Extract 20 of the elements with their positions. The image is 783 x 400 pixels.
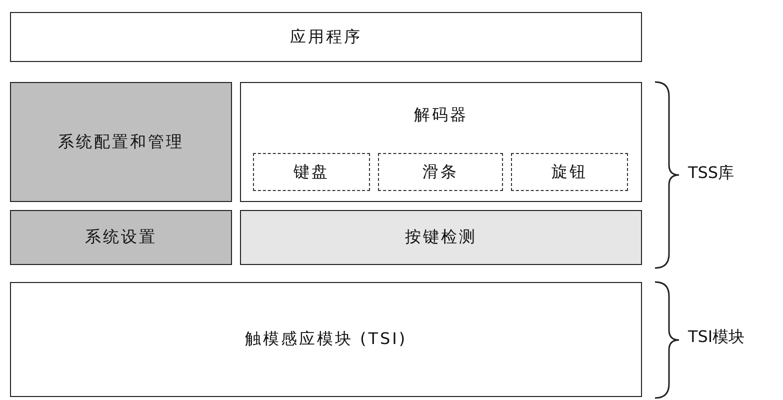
dashed-box bbox=[378, 153, 503, 191]
layer-label: 旋钮 bbox=[552, 162, 588, 182]
layer-label: 系统设置 bbox=[85, 227, 157, 248]
layer-box bbox=[240, 82, 642, 202]
layer-label: 解码器 bbox=[414, 105, 468, 126]
layer-box bbox=[10, 210, 232, 265]
layer-label: 滑条 bbox=[422, 162, 458, 182]
layer-label: 键盘 bbox=[294, 162, 330, 182]
layer-label: 触模感应模块 (TSI) bbox=[244, 329, 408, 350]
layer-box bbox=[10, 12, 642, 62]
dashed-box bbox=[511, 153, 628, 191]
bracket-label: TSS库 bbox=[688, 163, 734, 184]
layer-box bbox=[10, 282, 642, 397]
dashed-box bbox=[253, 153, 370, 191]
layer-label: 按键检测 bbox=[405, 227, 477, 248]
bracket-label: TSI模块 bbox=[688, 327, 745, 348]
layer-box bbox=[240, 210, 642, 265]
layer-box bbox=[10, 82, 232, 202]
layer-label: 应用程序 bbox=[290, 26, 362, 48]
layer-label: 系统配置和管理 bbox=[58, 132, 184, 152]
